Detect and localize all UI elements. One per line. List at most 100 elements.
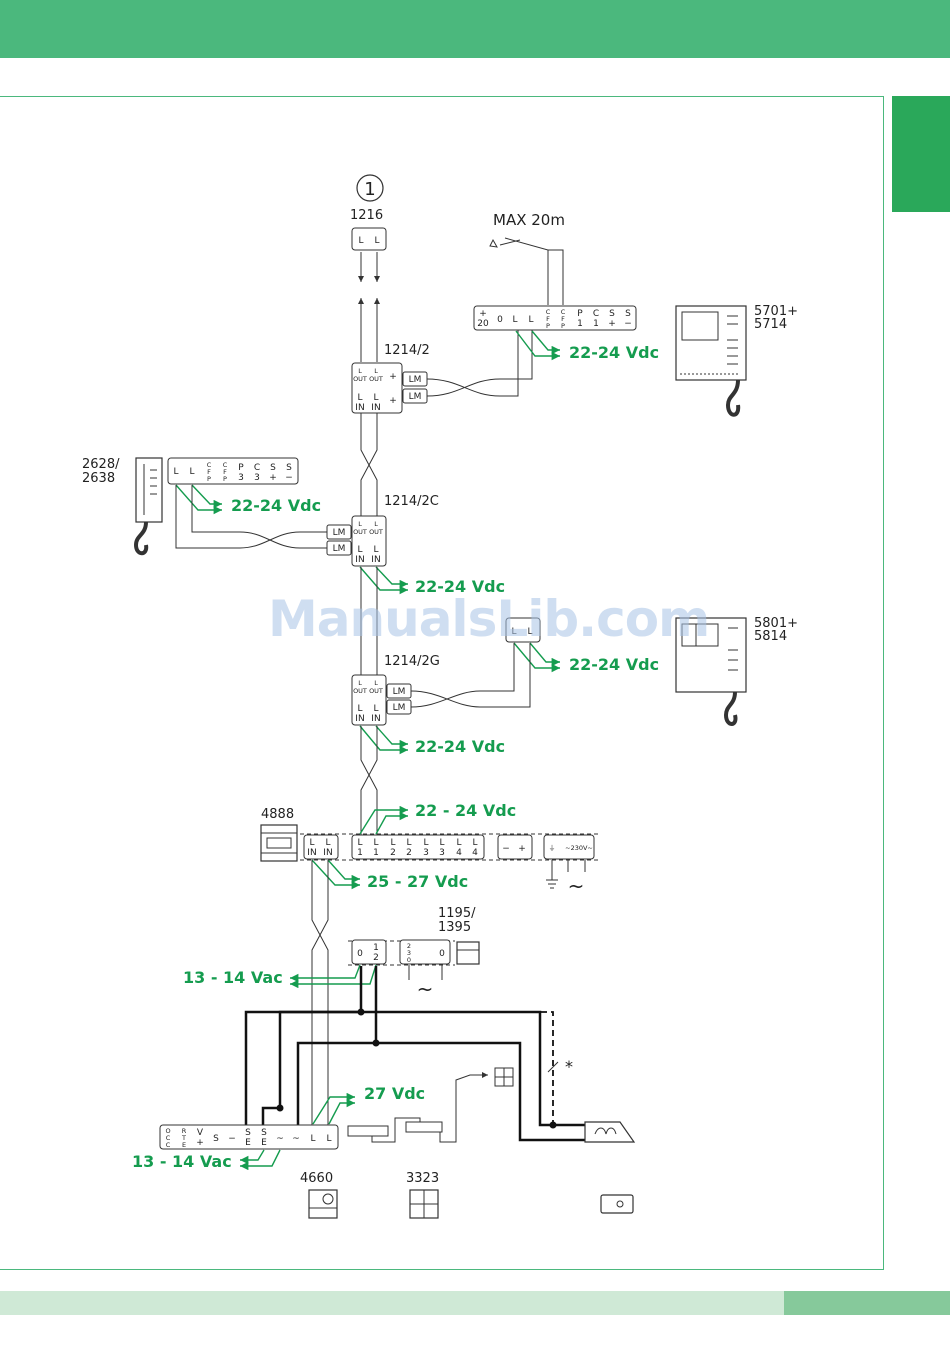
svg-text:0: 0 <box>497 315 503 325</box>
content-frame <box>0 96 884 1270</box>
svg-text:−: − <box>624 319 632 329</box>
svg-text:L: L <box>326 1134 331 1144</box>
svg-text:P: P <box>207 475 211 483</box>
svg-text:0: 0 <box>407 956 411 964</box>
voltage-monitor-2: 22-24 Vdc <box>569 655 659 674</box>
star-note: * <box>565 1057 573 1076</box>
svg-text:1: 1 <box>373 943 379 953</box>
svg-text:LM: LM <box>393 687 406 697</box>
svg-text:L: L <box>472 838 477 848</box>
device-1214-2c-label: 1214/2C <box>384 494 439 509</box>
svg-text:S: S <box>213 1134 219 1144</box>
svg-text:L: L <box>189 467 194 477</box>
svg-text:T: T <box>181 1134 186 1142</box>
svg-text:L: L <box>374 679 378 687</box>
svg-text:F: F <box>561 315 565 323</box>
svg-text:C: C <box>166 1134 171 1142</box>
svg-text:2: 2 <box>373 953 379 963</box>
svg-text:−: − <box>502 844 510 854</box>
svg-text:0: 0 <box>439 949 445 959</box>
svg-text:0: 0 <box>357 949 363 959</box>
svg-text:3: 3 <box>254 473 260 483</box>
voltage-ac-2: 13 - 14 Vac <box>132 1152 232 1171</box>
svg-text:OUT: OUT <box>369 528 383 536</box>
lock-module-icon <box>600 1194 634 1214</box>
svg-text:IN: IN <box>371 714 380 724</box>
svg-text:C: C <box>546 308 551 316</box>
electric-lock-icon <box>584 1121 636 1143</box>
svg-text:LM: LM <box>333 544 346 554</box>
svg-text:S: S <box>286 463 292 473</box>
svg-text:C: C <box>561 308 566 316</box>
terminal-block-4888: LIN LIN L1 L1 L2 L2 L3 L3 L4 L4 −+ ⏚~230… <box>303 834 595 860</box>
svg-text:S: S <box>261 1128 267 1138</box>
svg-text:L: L <box>511 627 516 637</box>
svg-text:L: L <box>357 838 362 848</box>
device-5701-label: 5701+ <box>754 304 798 319</box>
svg-text:L: L <box>373 838 378 848</box>
svg-text:E: E <box>261 1138 267 1148</box>
svg-text:OUT: OUT <box>353 375 367 383</box>
svg-text:L: L <box>527 627 532 637</box>
svg-text:LM: LM <box>409 392 422 402</box>
svg-text:LM: LM <box>409 375 422 385</box>
svg-text:4: 4 <box>472 848 478 858</box>
svg-text:1: 1 <box>373 848 379 858</box>
svg-text:L: L <box>358 520 362 528</box>
svg-text:1: 1 <box>577 319 583 329</box>
svg-text:1: 1 <box>357 848 363 858</box>
footer-band-accent <box>784 1291 950 1315</box>
svg-text:LM: LM <box>393 703 406 713</box>
device-1216-label: 1216 <box>350 208 383 223</box>
svg-text:C: C <box>593 309 599 319</box>
svg-text:L: L <box>357 704 362 714</box>
device-4660-label: 4660 <box>300 1171 333 1186</box>
svg-text:+: + <box>389 372 397 382</box>
svg-text:F: F <box>546 315 550 323</box>
svg-text:F: F <box>207 468 211 476</box>
svg-text:L: L <box>310 1134 315 1144</box>
device-1214-2g-label: 1214/2G <box>384 654 440 669</box>
svg-text:R: R <box>182 1127 187 1135</box>
svg-text:L: L <box>373 704 378 714</box>
device-5801-label: 5801+ <box>754 616 798 631</box>
module-4660-icon <box>308 1189 338 1219</box>
terminal-block-1195: 012 230 0 <box>351 939 451 965</box>
voltage-handset: 22-24 Vdc <box>231 496 321 515</box>
svg-text:−: − <box>285 473 293 483</box>
device-1395-label: 1395 <box>438 920 471 935</box>
svg-text:+: + <box>269 473 277 483</box>
svg-text:S: S <box>270 463 276 473</box>
svg-text:S: S <box>245 1128 251 1138</box>
transformer-1195-icon <box>456 941 480 965</box>
terminal-block-4660: OCC RTE V+ S − SE SE ~ ~ L L <box>159 1124 339 1150</box>
svg-text:L: L <box>357 545 362 555</box>
svg-text:L: L <box>456 838 461 848</box>
svg-text:S: S <box>625 309 631 319</box>
svg-text:L: L <box>528 315 533 325</box>
svg-text:L: L <box>358 679 362 687</box>
svg-text:F: F <box>223 468 227 476</box>
monitor-5801-icon <box>675 617 747 726</box>
watermark: ManualsLib.com <box>268 590 710 648</box>
svg-text:P: P <box>546 322 550 330</box>
svg-text:OUT: OUT <box>369 375 383 383</box>
svg-text:L: L <box>173 467 178 477</box>
monitor-5701-icon <box>675 305 747 417</box>
svg-text:L: L <box>373 545 378 555</box>
power-supply-4888-icon <box>260 824 298 862</box>
voltage-monitor-1: 22-24 Vdc <box>569 343 659 362</box>
voltage-psu-in: 25 - 27 Vdc <box>367 872 468 891</box>
svg-text:OUT: OUT <box>353 687 367 695</box>
svg-text:L: L <box>374 520 378 528</box>
svg-text:L: L <box>512 315 517 325</box>
svg-text:+: + <box>196 1138 204 1148</box>
svg-text:S: S <box>609 309 615 319</box>
svg-text:~: ~ <box>276 1134 284 1144</box>
svg-text:P: P <box>577 309 583 319</box>
svg-text:3: 3 <box>238 473 244 483</box>
svg-text:3: 3 <box>407 949 411 957</box>
